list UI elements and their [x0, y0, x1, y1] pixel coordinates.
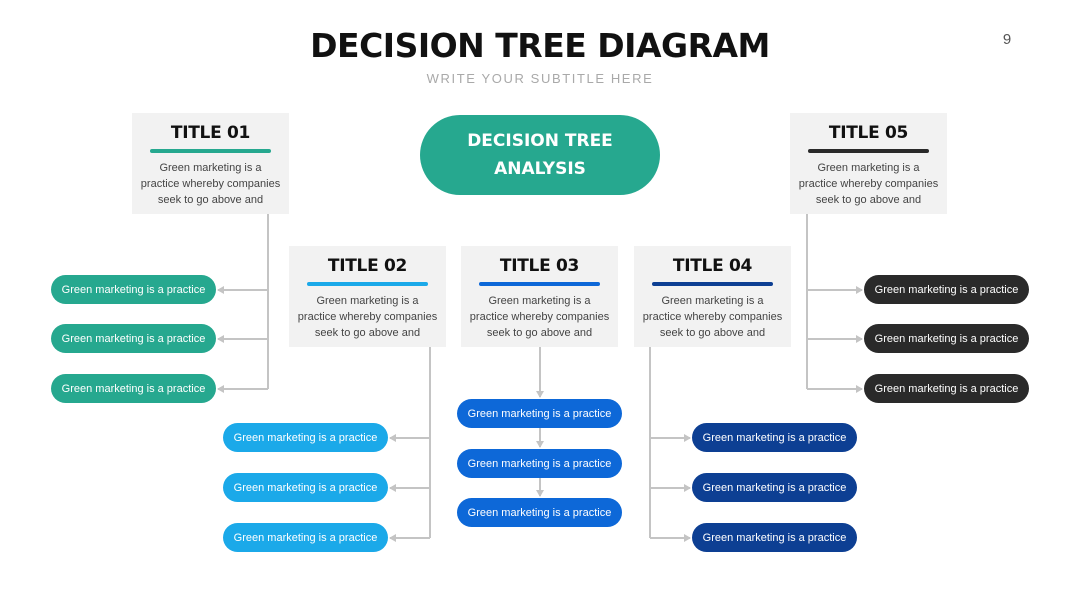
branch-5-item-2[interactable]: Green marketing is a practice — [864, 324, 1029, 353]
page-number: 9 — [1002, 31, 1012, 48]
branch-3-item-3[interactable]: Green marketing is a practice — [457, 498, 622, 527]
branch-description: Green marketing is a practice whereby co… — [140, 162, 281, 206]
branch-1-item-1[interactable]: Green marketing is a practice — [51, 275, 216, 304]
branch-accent-bar — [479, 282, 600, 286]
branch-4-item-3[interactable]: Green marketing is a practice — [692, 523, 857, 552]
center-node-label: DECISION TREE ANALYSIS — [467, 131, 613, 179]
branch-accent-bar — [808, 149, 929, 153]
branch-3-item-2[interactable]: Green marketing is a practice — [457, 449, 622, 478]
branch-description: Green marketing is a practice whereby co… — [297, 295, 438, 339]
branch-1-item-2[interactable]: Green marketing is a practice — [51, 324, 216, 353]
branch-title: TITLE 02 — [327, 256, 408, 276]
branch-title: TITLE 04 — [672, 256, 753, 276]
page-title: DECISION TREE DIAGRAM — [310, 26, 770, 65]
branch-accent-bar — [307, 282, 428, 286]
branch-card-3[interactable]: TITLE 03 Green marketing is a practice w… — [461, 246, 618, 347]
branch-2-item-3[interactable]: Green marketing is a practice — [223, 523, 388, 552]
branch-2-item-2[interactable]: Green marketing is a practice — [223, 473, 388, 502]
branch-accent-bar — [652, 282, 773, 286]
branch-3-item-1[interactable]: Green marketing is a practice — [457, 399, 622, 428]
branch-5-item-1[interactable]: Green marketing is a practice — [864, 275, 1029, 304]
page-subtitle: WRITE YOUR SUBTITLE HERE — [426, 71, 654, 86]
branch-1-item-3[interactable]: Green marketing is a practice — [51, 374, 216, 403]
branch-card-1[interactable]: TITLE 01 Green marketing is a practice w… — [132, 113, 289, 214]
branch-2-item-1[interactable]: Green marketing is a practice — [223, 423, 388, 452]
branch-title: TITLE 03 — [499, 256, 580, 276]
center-node[interactable]: DECISION TREE ANALYSIS — [420, 115, 660, 195]
branch-description: Green marketing is a practice whereby co… — [469, 295, 610, 339]
branch-card-4[interactable]: TITLE 04 Green marketing is a practice w… — [634, 246, 791, 347]
branch-title: TITLE 05 — [828, 123, 909, 143]
branch-title: TITLE 01 — [170, 123, 251, 143]
branch-accent-bar — [150, 149, 271, 153]
branch-4-item-1[interactable]: Green marketing is a practice — [692, 423, 857, 452]
branch-5-item-3[interactable]: Green marketing is a practice — [864, 374, 1029, 403]
branch-4-item-2[interactable]: Green marketing is a practice — [692, 473, 857, 502]
branch-description: Green marketing is a practice whereby co… — [642, 295, 783, 339]
branch-card-2[interactable]: TITLE 02 Green marketing is a practice w… — [289, 246, 446, 347]
branch-card-5[interactable]: TITLE 05 Green marketing is a practice w… — [790, 113, 947, 214]
branch-description: Green marketing is a practice whereby co… — [798, 162, 939, 206]
